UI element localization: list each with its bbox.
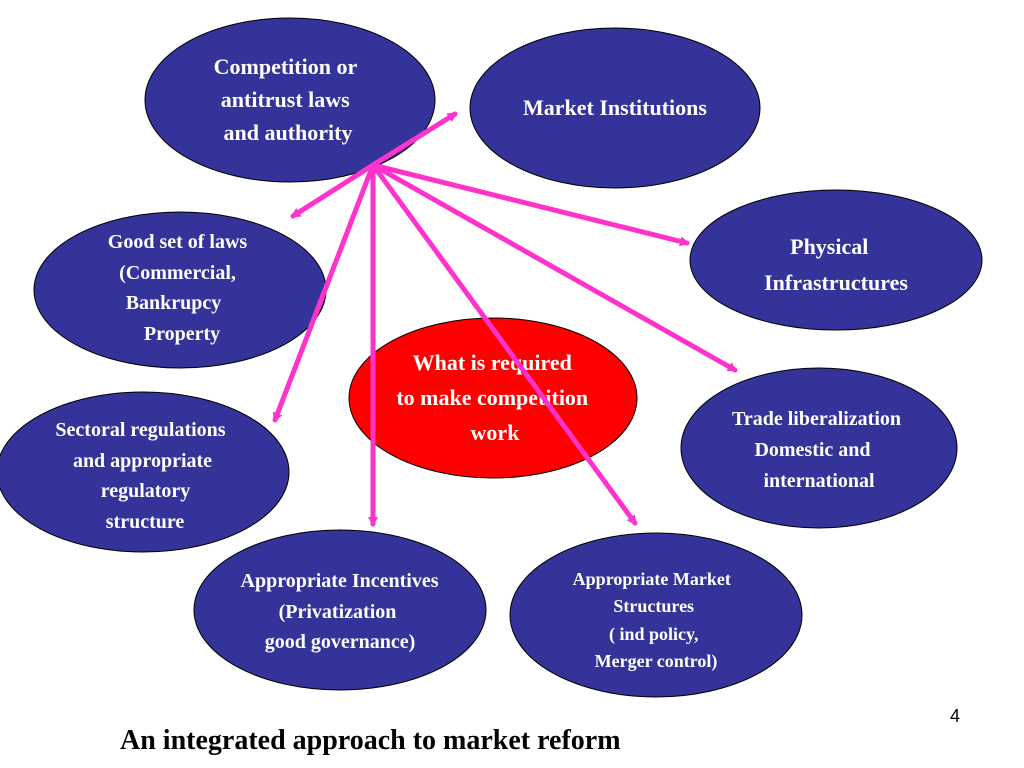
node-physical-line-2: Infrastructures xyxy=(764,270,908,295)
node-good-laws-line-2: (Commercial, xyxy=(119,262,236,284)
node-market-structures-line-1: Appropriate Market xyxy=(573,569,731,589)
svg-text:Market Institutions: Market Institutions xyxy=(523,95,707,120)
node-trade: Trade liberalization Domestic and intern… xyxy=(680,367,958,529)
slide-number: 4 xyxy=(950,706,961,726)
node-sectoral-line-4: structure xyxy=(106,511,185,533)
node-sectoral: Sectoral regulations and appropriate reg… xyxy=(0,391,290,553)
svg-text:What is required to make: What is required to make competition wor… xyxy=(396,350,593,445)
node-incentives: Appropriate Incentives (Privatization go… xyxy=(193,529,487,691)
node-center-line-1: What is required xyxy=(413,350,572,375)
svg-text:Competition or antitrust: Competition or antitrust laws and author… xyxy=(214,54,363,145)
node-market-structures-line-4: Merger control) xyxy=(595,651,718,672)
node-market-structures-line-2: Structures xyxy=(613,596,694,616)
node-market-structures-line-3: ( ind policy, xyxy=(609,624,699,645)
node-incentives-line-1: Appropriate Incentives xyxy=(241,570,439,592)
node-trade-line-2: Domestic and xyxy=(754,439,870,461)
node-good-laws-line-3: Bankrupcy xyxy=(126,292,222,314)
arrow-to-market-structures xyxy=(370,162,638,526)
node-trade-line-3: international xyxy=(763,470,875,492)
svg-text:Appropriate Market Struc: Appropriate Market Structures ( ind poli… xyxy=(573,569,736,672)
node-center-line-3: work xyxy=(471,420,521,445)
node-competition-line-3: and authority xyxy=(224,120,353,145)
node-good-laws: Good set of laws (Commercial, Bankrupcy … xyxy=(33,211,327,369)
node-center: What is required to make competition wor… xyxy=(348,317,638,479)
arrows xyxy=(272,111,738,527)
svg-text:Sectoral regulations and: Sectoral regulations and appropriate reg… xyxy=(55,419,230,533)
node-incentives-line-2: (Privatization xyxy=(279,601,397,623)
node-good-laws-line-1: Good set of laws xyxy=(108,231,248,253)
node-physical-line-1: Physical xyxy=(790,234,868,259)
slide-caption: An integrated approach to market reform xyxy=(120,725,621,756)
node-market-structures: Appropriate Market Structures ( ind poli… xyxy=(509,532,803,698)
arrow-to-sectoral xyxy=(272,162,376,423)
node-center-line-2: to make competition xyxy=(396,385,588,410)
node-competition: Competition or antitrust laws and author… xyxy=(144,17,436,183)
arrow-to-market-institutions xyxy=(370,111,458,168)
node-competition-line-1: Competition or xyxy=(214,54,358,79)
node-trade-line-1: Trade liberalization xyxy=(732,408,901,430)
node-sectoral-line-3: regulatory xyxy=(101,480,191,502)
arrow-to-good-laws xyxy=(290,162,376,219)
node-sectoral-line-2: and appropriate xyxy=(73,450,212,472)
node-competition-line-2: antitrust laws xyxy=(221,87,350,112)
node-incentives-line-3: good governance) xyxy=(265,631,416,653)
node-market-institutions: Market Institutions xyxy=(469,27,761,189)
arrow-to-trade xyxy=(370,162,738,373)
node-good-laws-line-4: Property xyxy=(144,323,220,345)
svg-text:Trade liberalization Dom: Trade liberalization Domestic and intern… xyxy=(732,408,906,492)
node-sectoral-line-1: Sectoral regulations xyxy=(55,419,225,441)
svg-text:Physical Infrastructures: Physical Infrastructures xyxy=(764,234,908,295)
svg-text:Good set of laws (Commer: Good set of laws (Commercial, Bankrupcy … xyxy=(108,231,252,345)
svg-text:Appropriate Incentives (: Appropriate Incentives (Privatization go… xyxy=(241,570,444,653)
node-physical: Physical Infrastructures xyxy=(689,189,983,331)
arrow-to-physical xyxy=(370,162,690,247)
node-market-institutions-line-1: Market Institutions xyxy=(523,95,707,120)
